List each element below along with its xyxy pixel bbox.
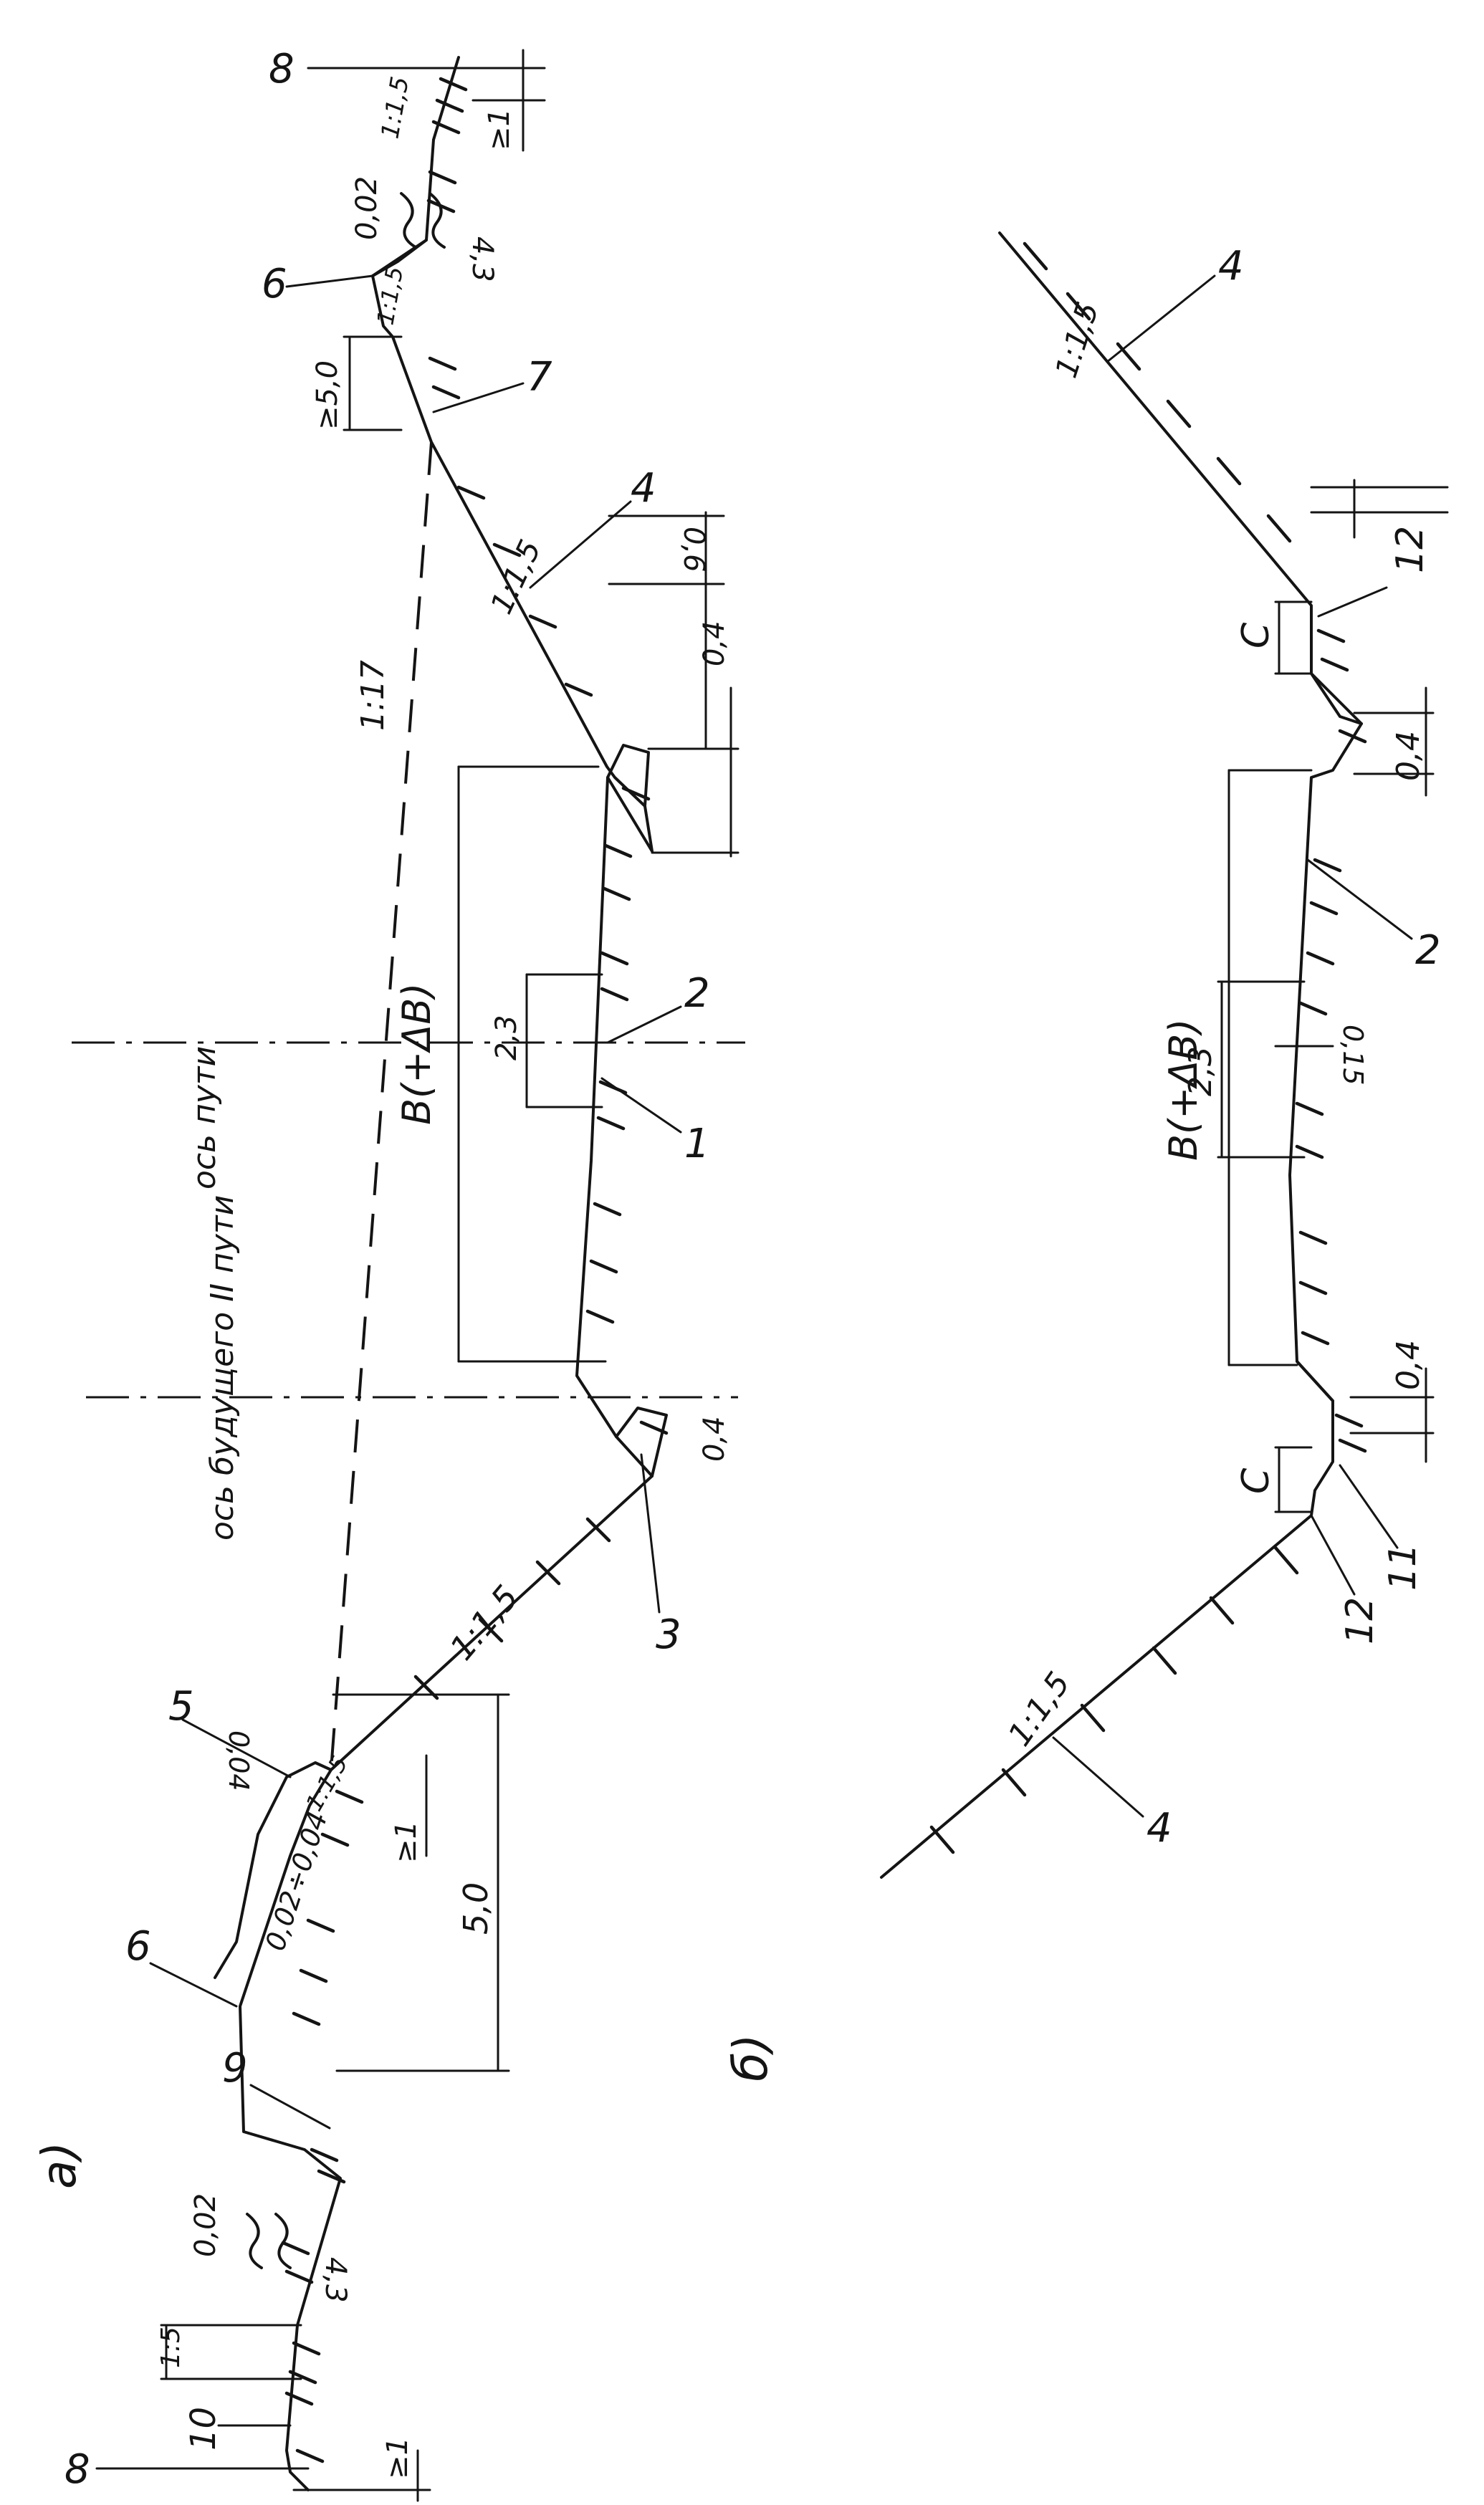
part-a-dim-06: 0,6: [677, 527, 710, 573]
part-b-dim-c-right: C: [1235, 622, 1278, 648]
part-a-leader-6-bottom: [149, 1962, 238, 2008]
part-b-dim-04-right: 0,4: [1390, 731, 1427, 781]
part-a-slope-15-right: 1:1,5: [484, 535, 548, 619]
part-a-slope-002-bottom: 0,02: [189, 2193, 222, 2257]
part-a-slope-002-top: 0,02: [350, 176, 383, 240]
part-a-track-axis-label: ось пути: [186, 1046, 223, 1189]
part-a-dim-ge1-berm: ≥1: [390, 1821, 423, 1863]
part-b-callout-11: 11: [1382, 1543, 1425, 1591]
part-a-dim-50-top: ≥5,0: [311, 360, 344, 430]
part-b-callout-2: 2: [1415, 927, 1441, 974]
part-a-ditch-right: [615, 1407, 668, 1477]
part-a-leader-3: [640, 1453, 661, 1614]
part-b-leader-12-left: [1310, 1514, 1356, 1596]
part-b-leader-4-bottom: [1052, 1736, 1144, 1818]
part-b-dim-04-left: 0,4: [1390, 1340, 1427, 1390]
part-a-slope-15-bottom: 1:5: [156, 2327, 186, 2368]
part-a-callout-6-bottom: 6: [125, 1923, 151, 1970]
part-a-callout-3: 3: [656, 1611, 681, 1658]
part-a-callout-1: 1: [684, 1121, 710, 1167]
part-a-dashed-slope: [330, 441, 433, 1771]
part-a-slope-range: 0,02÷0,04: [259, 1808, 334, 1955]
part-b-center-width: 2,3: [1182, 1046, 1219, 1096]
part-a-leader-7: [432, 382, 525, 413]
part-a-dim-43-bottom: 4,3: [319, 2257, 352, 2303]
part-a-dim-ge1-top: ≥1: [483, 108, 516, 150]
part-a-leader-9: [249, 2084, 331, 2130]
part-a-center-width: 2,3: [490, 1015, 523, 1060]
part-b-dim-015: 0,15: [1337, 1025, 1369, 1086]
part-a-callout-6-top: 6: [262, 261, 287, 307]
part-a-ditch-left: [606, 744, 650, 808]
part-a-callout-4: 4: [631, 465, 656, 512]
part-a-leader-5: [181, 1718, 292, 1778]
part-a-leader-2: [606, 1005, 682, 1044]
part-a-callout-8-bottom: 8: [64, 2446, 90, 2493]
part-a-callout-10: 10: [183, 2407, 224, 2451]
part-a-marker: а): [32, 2142, 87, 2189]
part-b-slope-left: 1:1,5: [1001, 1666, 1077, 1753]
part-b-leader-12-right: [1317, 586, 1388, 618]
part-b-dim-c-left: C: [1235, 1467, 1278, 1494]
part-a-dim-004: 0,04: [223, 1730, 254, 1791]
part-a-callout-8-top: 8: [269, 46, 295, 92]
part-a-profile-line: [239, 56, 654, 2491]
part-b-leader-4-top: [1106, 274, 1216, 363]
part-a-berm-line: [214, 1761, 332, 1979]
part-b-marker: б): [723, 2034, 778, 2082]
part-a-callout-9: 9: [222, 2045, 248, 2092]
part-a-slope-1-17: 1:17: [355, 660, 391, 731]
part-b-callout-4-top: 4: [1218, 243, 1244, 289]
part-a-dim-04-right: 0,4: [698, 621, 731, 666]
part-b-ditch-right: [1310, 672, 1363, 725]
part-a-callout-2: 2: [684, 970, 710, 1017]
part-a-hatching: [281, 77, 669, 2463]
part-b-callout-12-right: 12: [1389, 526, 1432, 573]
part-a-dim-43-top: 4,3: [466, 236, 499, 282]
part-a-cross-section: а) ось пути ось будущего II пути B(+ΔB) …: [32, 46, 745, 2502]
part-b-top-width: B(+ΔB): [1161, 1019, 1206, 1161]
part-b-cross-section: б) B(+ΔB) 2,3 0,15 0,4 0,4 C C 1:1,5 1:1…: [723, 231, 1449, 2082]
part-b-hatching: [929, 241, 1367, 1854]
part-b-callout-4-bottom: 4: [1146, 1805, 1172, 1852]
part-a-callout-5: 5: [168, 1683, 194, 1730]
part-a-dim-50-berm: 5,0: [456, 1882, 495, 1935]
part-b-callout-12-left: 12: [1339, 1597, 1382, 1644]
part-a-slope-15-top-a: 1:1,5: [375, 75, 415, 141]
part-a-top-width: B(+ΔB): [394, 983, 439, 1125]
part-a-future-axis-label: ось будущего II пути: [204, 1195, 241, 1541]
part-a-dim-ge1-bottom: ≥1: [381, 2437, 414, 2479]
part-b-ditch-left: [1296, 1360, 1334, 1402]
part-a-leader-6-top: [285, 274, 374, 288]
part-b-slope-right: 1:1,5: [1048, 298, 1106, 383]
part-a-leader-4: [529, 500, 632, 589]
part-a-slope-15-left: 1:1,5: [442, 1578, 526, 1667]
part-a-slope-15-berm: 1:1,5: [300, 1751, 353, 1816]
part-b-leader-11: [1339, 1464, 1399, 1549]
part-a-dim-04-left: 0,4: [698, 1416, 731, 1462]
part-b-leader-2: [1306, 858, 1413, 940]
part-a-callout-7: 7: [527, 354, 552, 401]
part-b-profile-line: [880, 231, 1363, 1879]
